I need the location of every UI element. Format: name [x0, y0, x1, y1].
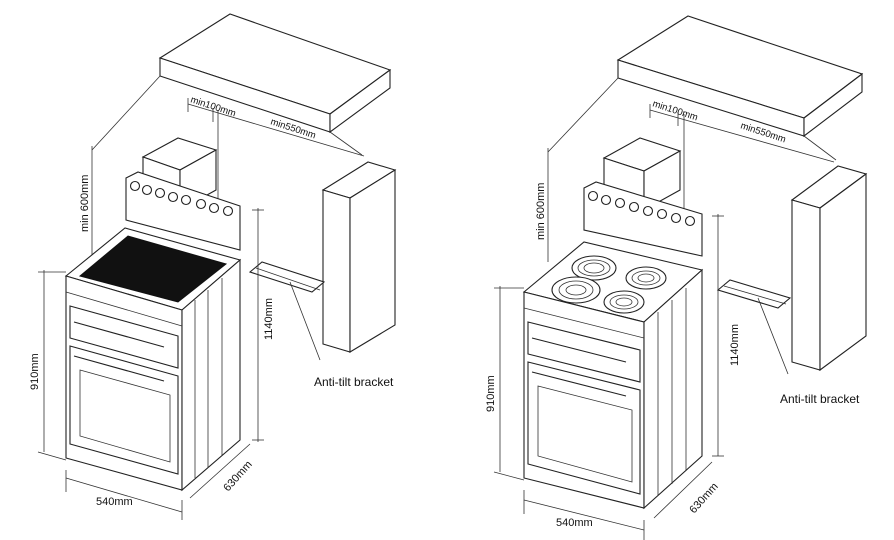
diagram-right: min100mm min550mm min 600mm	[485, 15, 868, 540]
dim-min600: min 600mm	[79, 175, 91, 232]
anti-tilt-bracket	[248, 261, 326, 361]
anti-tilt-bracket	[716, 279, 792, 375]
dim-630: 630mm	[687, 481, 720, 516]
ceramic-hob	[78, 235, 228, 303]
cooker-body	[64, 171, 242, 492]
diagram-left: min100mm min550mm min 600mm	[29, 13, 397, 520]
dim-1140: 1140mm	[729, 324, 741, 366]
overhead-cabinet	[158, 13, 392, 134]
dim-630: 630mm	[221, 459, 254, 494]
side-cabinet-right	[321, 161, 397, 353]
bracket-label: Anti-tilt bracket	[314, 375, 394, 389]
control-knobs	[587, 190, 696, 227]
dim-min100: min100mm	[651, 98, 699, 123]
dimension-lines-sides	[493, 214, 724, 540]
overhead-cabinet	[616, 15, 864, 138]
control-knobs	[129, 180, 234, 217]
cooker-body	[522, 181, 704, 510]
dim-910: 910mm	[485, 375, 497, 412]
coil-elements	[551, 255, 667, 314]
dim-540: 540mm	[556, 517, 593, 529]
bracket-label: Anti-tilt bracket	[780, 392, 860, 406]
dim-1140: 1140mm	[263, 298, 275, 340]
dim-540: 540mm	[96, 496, 133, 508]
dim-min600: min 600mm	[535, 183, 547, 240]
dim-910: 910mm	[29, 353, 41, 390]
side-cabinet-right	[790, 165, 868, 372]
dimension-lines-sides	[37, 208, 264, 520]
